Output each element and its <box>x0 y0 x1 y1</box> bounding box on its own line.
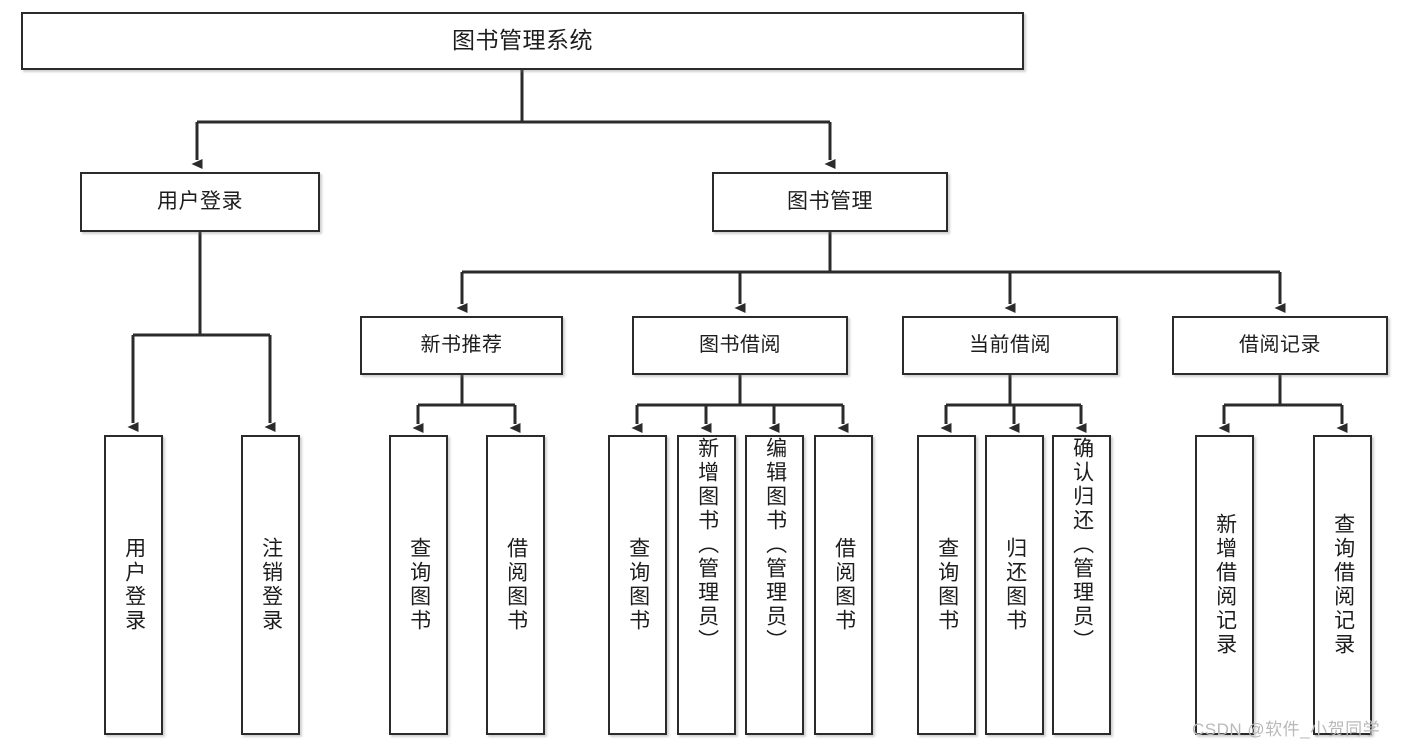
node-leaf-query-book-2[interactable]: 查询图书 <box>608 435 667 735</box>
node-leaf-query-book-1[interactable]: 查询图书 <box>389 435 448 735</box>
node-book-management-label: 图书管理 <box>787 189 873 213</box>
node-leaf-add-record-label: 新增借阅记录 <box>1213 513 1237 657</box>
node-leaf-borrow-book-2[interactable]: 借阅图书 <box>814 435 873 735</box>
node-leaf-confirm-return-label: 确认归还（管理员） <box>1070 437 1094 653</box>
node-leaf-edit-book[interactable]: 编辑图书（管理员） <box>745 435 804 735</box>
node-book-management[interactable]: 图书管理 <box>712 172 948 232</box>
node-leaf-query-book-2-label: 查询图书 <box>626 537 650 633</box>
node-leaf-borrow-book-1-label: 借阅图书 <box>504 537 528 633</box>
node-leaf-edit-book-label: 编辑图书（管理员） <box>763 437 787 653</box>
csdn-watermark-text: CSDN @软件_小贺同学 <box>1192 720 1381 739</box>
node-leaf-query-record-label: 查询借阅记录 <box>1331 513 1355 657</box>
node-leaf-add-book-label: 新增图书（管理员） <box>695 437 719 653</box>
node-user-login[interactable]: 用户登录 <box>80 172 320 232</box>
node-new-book-recommend-label: 新书推荐 <box>420 333 503 356</box>
node-leaf-add-record[interactable]: 新增借阅记录 <box>1195 435 1254 735</box>
node-leaf-query-book-3-label: 查询图书 <box>935 537 959 633</box>
node-borrow-record[interactable]: 借阅记录 <box>1172 316 1388 375</box>
node-root-label: 图书管理系统 <box>452 27 593 54</box>
node-current-borrow-label: 当前借阅 <box>969 333 1051 356</box>
node-leaf-query-book-1-label: 查询图书 <box>407 537 431 633</box>
node-leaf-borrow-book-1[interactable]: 借阅图书 <box>486 435 545 735</box>
csdn-watermark: CSDN @软件_小贺同学 <box>1192 715 1380 740</box>
node-leaf-query-book-3[interactable]: 查询图书 <box>917 435 976 735</box>
node-user-login-label: 用户登录 <box>157 189 243 213</box>
node-book-borrow[interactable]: 图书借阅 <box>632 316 848 375</box>
node-borrow-record-label: 借阅记录 <box>1239 333 1321 356</box>
node-leaf-query-record[interactable]: 查询借阅记录 <box>1313 435 1372 735</box>
node-current-borrow[interactable]: 当前借阅 <box>902 316 1118 375</box>
node-leaf-return-book[interactable]: 归还图书 <box>985 435 1044 735</box>
node-leaf-user-login[interactable]: 用户登录 <box>104 435 163 735</box>
node-leaf-add-book[interactable]: 新增图书（管理员） <box>677 435 736 735</box>
node-leaf-confirm-return[interactable]: 确认归还（管理员） <box>1052 435 1111 735</box>
node-leaf-user-login-label: 用户登录 <box>122 537 146 633</box>
node-new-book-recommend[interactable]: 新书推荐 <box>360 316 563 375</box>
node-leaf-logout[interactable]: 注销登录 <box>241 435 300 735</box>
node-book-borrow-label: 图书借阅 <box>699 333 781 356</box>
node-leaf-return-book-label: 归还图书 <box>1003 537 1027 633</box>
node-leaf-borrow-book-2-label: 借阅图书 <box>832 537 856 633</box>
node-leaf-logout-label: 注销登录 <box>259 537 283 633</box>
node-root[interactable]: 图书管理系统 <box>21 12 1024 70</box>
